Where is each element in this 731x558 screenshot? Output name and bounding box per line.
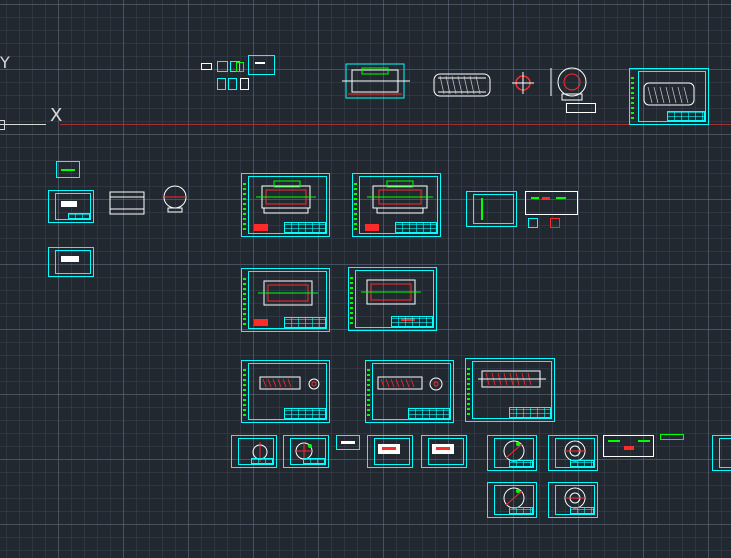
sheet-mid-5[interactable] xyxy=(241,268,330,332)
x-axis-line xyxy=(60,124,731,125)
small-block-9[interactable] xyxy=(566,103,596,113)
sheet-bottom-6[interactable] xyxy=(548,435,598,471)
ucs-origin-box xyxy=(0,120,5,130)
sheet-bottom-4[interactable] xyxy=(421,435,467,468)
small-block-7[interactable] xyxy=(228,78,237,90)
sheet-left-1[interactable] xyxy=(48,190,94,223)
small-block-2[interactable] xyxy=(217,61,228,72)
small-block-8[interactable] xyxy=(240,78,249,90)
sheet-bottom-7[interactable] xyxy=(603,435,654,457)
small-block-mid[interactable] xyxy=(528,218,538,228)
sheet-mid-3[interactable] xyxy=(466,191,517,227)
sheet-bottom-5[interactable] xyxy=(487,435,537,471)
sheet-mid-1[interactable] xyxy=(241,173,330,237)
sheet-edge-right[interactable] xyxy=(712,435,731,471)
sheet-left-2[interactable] xyxy=(48,247,94,277)
end-view-wheel[interactable] xyxy=(548,64,592,104)
sheet-mid-6[interactable] xyxy=(348,267,437,331)
sheet-bottom-9[interactable] xyxy=(548,482,598,518)
bracket-part[interactable] xyxy=(108,188,146,216)
small-block-mid-2[interactable] xyxy=(550,218,560,228)
sheet-mid-9[interactable] xyxy=(465,358,555,422)
sheet-mid-4[interactable] xyxy=(525,191,578,215)
sheet-bottom-8[interactable] xyxy=(487,482,537,518)
small-block-4[interactable] xyxy=(236,62,244,72)
sheet-bottom-2[interactable] xyxy=(283,435,329,468)
sheet-mid-8[interactable] xyxy=(365,360,454,423)
flange-crosshair[interactable] xyxy=(512,72,534,94)
small-block-5[interactable] xyxy=(248,55,275,75)
sheet-mid-2[interactable] xyxy=(352,173,441,237)
small-block-bottom[interactable] xyxy=(336,435,360,450)
small-block-6[interactable] xyxy=(217,78,226,90)
sheet-bottom-3[interactable] xyxy=(367,435,413,468)
ucs-y-label: Y xyxy=(0,53,10,72)
sheet-mid-7[interactable] xyxy=(241,360,330,423)
ucs-x-label: X xyxy=(50,105,63,126)
roller-assembly-top-1[interactable] xyxy=(342,62,412,102)
sheet-bottom-1[interactable] xyxy=(231,435,277,468)
pulley-end-view[interactable] xyxy=(160,184,190,214)
small-block-left-1[interactable] xyxy=(56,161,80,178)
small-block-1[interactable] xyxy=(201,63,212,70)
small-block-3[interactable] xyxy=(230,61,240,72)
sheet-top-right[interactable] xyxy=(629,68,709,125)
ucs-x-arm xyxy=(0,124,46,125)
roller-assembly-top-2[interactable] xyxy=(430,70,494,102)
small-block-bottom-2[interactable] xyxy=(660,434,684,440)
